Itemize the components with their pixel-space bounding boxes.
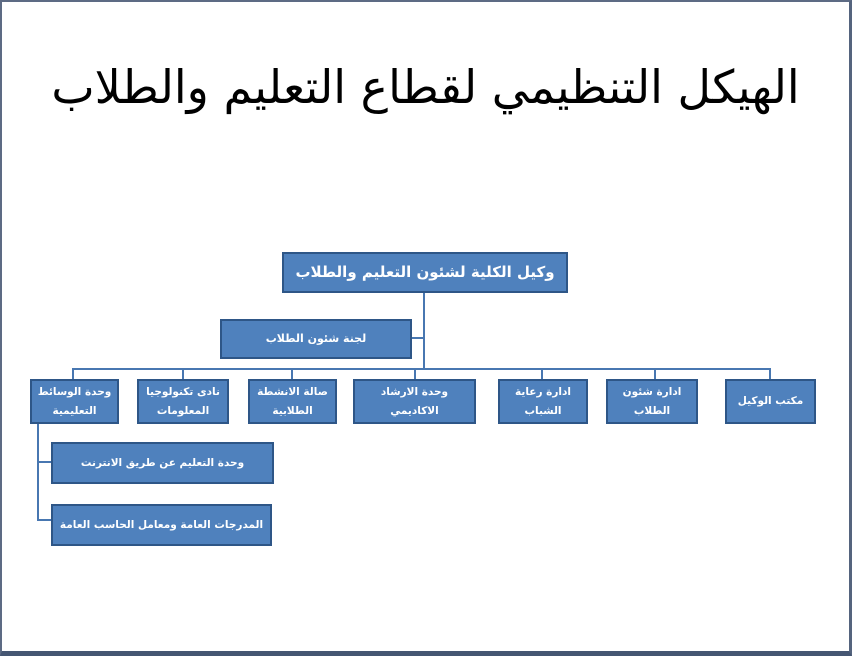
node-deputy-office: مكتب الوكيل	[725, 379, 816, 424]
node-halls-and-labs: المدرجات العامة ومعامل الحاسب العامة	[51, 504, 272, 546]
node-elearning-unit-label: وحدة التعليم عن طريق الانترنت	[80, 456, 245, 469]
node-youth-welfare-admin-label: ادارة رعاية الشباب	[515, 385, 571, 417]
connector-substub-halls-labs	[37, 519, 52, 521]
connector-stub-deputy-office	[769, 368, 771, 380]
connector-stub-activities-hall	[291, 368, 293, 380]
node-student-activities-hall-label: صالة الانشطة الطلابية	[257, 385, 328, 417]
node-student-activities-hall: صالة الانشطة الطلابية	[248, 379, 337, 424]
node-it-club: نادى تكنولوجيا المعلومات	[137, 379, 229, 424]
node-deputy-office-label: مكتب الوكيل	[737, 395, 804, 408]
node-it-club-label: نادى تكنولوجيا المعلومات	[146, 385, 220, 417]
node-student-affairs-committee-label: لجنة شئون الطلاب	[265, 332, 367, 346]
node-elearning-unit: وحدة التعليم عن طريق الانترنت	[51, 442, 274, 484]
connector-committee-stub	[412, 337, 424, 339]
node-educational-media-unit-label: وحدة الوسائط التعليمية	[37, 385, 112, 417]
connector-stub-youth-admin	[541, 368, 543, 380]
connector-substub-elearning	[37, 461, 52, 463]
node-student-affairs-committee: لجنة شئون الطلاب	[220, 319, 412, 359]
connector-stub-media-unit	[72, 368, 74, 380]
page-title: الهيكل التنظيمي لقطاع التعليم والطلاب	[51, 60, 800, 114]
node-vice-dean: وكيل الكلية لشئون التعليم والطلاب	[282, 252, 568, 293]
node-student-affairs-admin: ادارة شئون الطلاب	[606, 379, 698, 424]
connector-stub-it-club	[182, 368, 184, 380]
node-youth-welfare-admin: ادارة رعاية الشباب	[498, 379, 588, 424]
node-academic-guidance-unit: وحدة الارشاد الاكاديمي	[353, 379, 476, 424]
node-student-affairs-admin-label: ادارة شئون الطلاب	[622, 385, 682, 417]
connector-trunk	[423, 293, 425, 369]
node-halls-and-labs-label: المدرجات العامة ومعامل الحاسب العامة	[59, 518, 264, 531]
connector-stub-academic-guidance	[414, 368, 416, 380]
connector-stub-students-admin	[654, 368, 656, 380]
node-vice-dean-label: وكيل الكلية لشئون التعليم والطلاب	[295, 263, 555, 281]
node-academic-guidance-unit-label: وحدة الارشاد الاكاديمي	[380, 385, 449, 417]
node-educational-media-unit: وحدة الوسائط التعليمية	[30, 379, 119, 424]
connector-media-subtree-vertical	[37, 424, 39, 521]
connector-main-horizontal	[72, 368, 771, 370]
